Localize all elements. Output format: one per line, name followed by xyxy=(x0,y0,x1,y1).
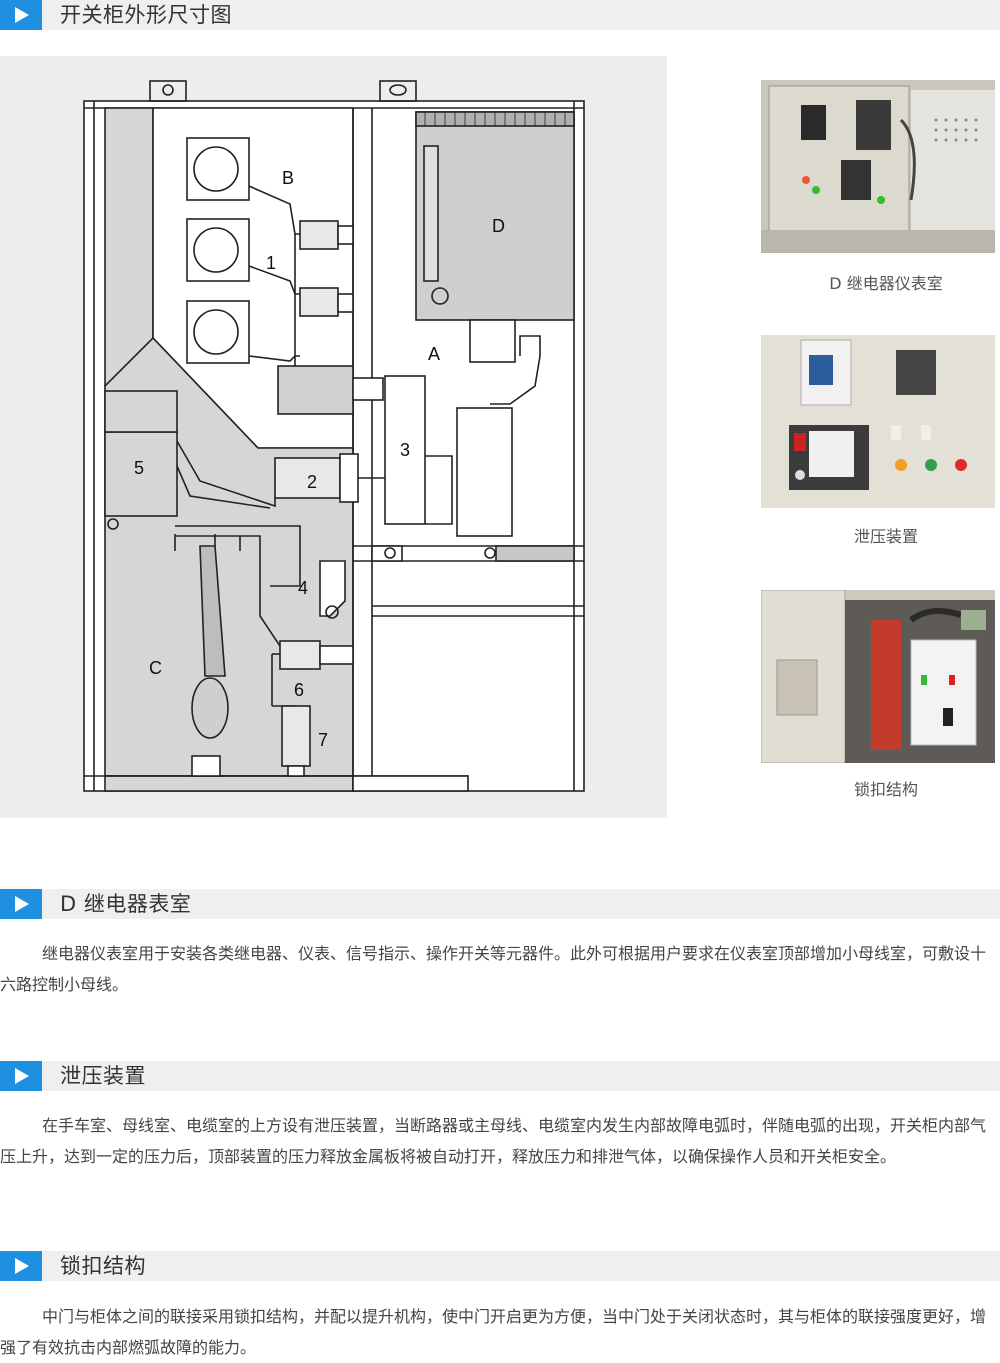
label-D: D xyxy=(492,216,505,236)
label-6: 6 xyxy=(294,680,304,700)
caption-relay-room: D 继电器仪表室 xyxy=(829,274,943,293)
section-title: 开关柜外形尺寸图 xyxy=(60,3,232,27)
section-body-lock-structure: 中门与柜体之间的联接采用锁扣结构，并配以提升机构，使中门开启更为方便，当中门处于… xyxy=(0,1307,987,1357)
section-title: D 继电器表室 xyxy=(60,892,192,916)
play-arrow-icon xyxy=(0,889,42,919)
photo-relay-room xyxy=(761,80,995,253)
switchgear-diagram: B D 1 A 3 5 2 4 C 6 7 xyxy=(0,56,667,818)
section-title: 锁扣结构 xyxy=(60,1254,146,1278)
play-arrow-icon xyxy=(0,0,42,30)
section-title: 泄压装置 xyxy=(60,1064,146,1088)
label-4: 4 xyxy=(298,578,308,598)
label-C: C xyxy=(149,658,162,678)
photo-pressure-relief xyxy=(761,335,995,508)
label-2: 2 xyxy=(307,472,317,492)
play-arrow-icon xyxy=(0,1061,42,1091)
section-body-relay-room: 继电器仪表室用于安装各类继电器、仪表、信号指示、操作开关等元器件。此外可根据用户… xyxy=(0,944,987,994)
label-B: B xyxy=(282,168,294,188)
section-header-dimensions: 开关柜外形尺寸图 xyxy=(0,0,1000,30)
photo-lock-structure xyxy=(761,590,995,763)
label-7: 7 xyxy=(318,730,328,750)
label-3: 3 xyxy=(400,440,410,460)
label-5: 5 xyxy=(134,458,144,478)
label-A: A xyxy=(428,344,440,364)
caption-lock-structure: 锁扣结构 xyxy=(853,780,918,799)
section-header-pressure-relief: 泄压装置 xyxy=(0,1061,1000,1091)
play-arrow-icon xyxy=(0,1251,42,1281)
label-1: 1 xyxy=(266,253,276,273)
section-body-pressure-relief: 在手车室、母线室、电缆室的上方设有泄压装置，当断路器或主母线、电缆室内发生内部故… xyxy=(0,1116,987,1166)
section-header-lock-structure: 锁扣结构 xyxy=(0,1251,1000,1281)
caption-pressure-relief: 泄压装置 xyxy=(853,527,918,546)
section-header-relay-room: D 继电器表室 xyxy=(0,889,1000,919)
